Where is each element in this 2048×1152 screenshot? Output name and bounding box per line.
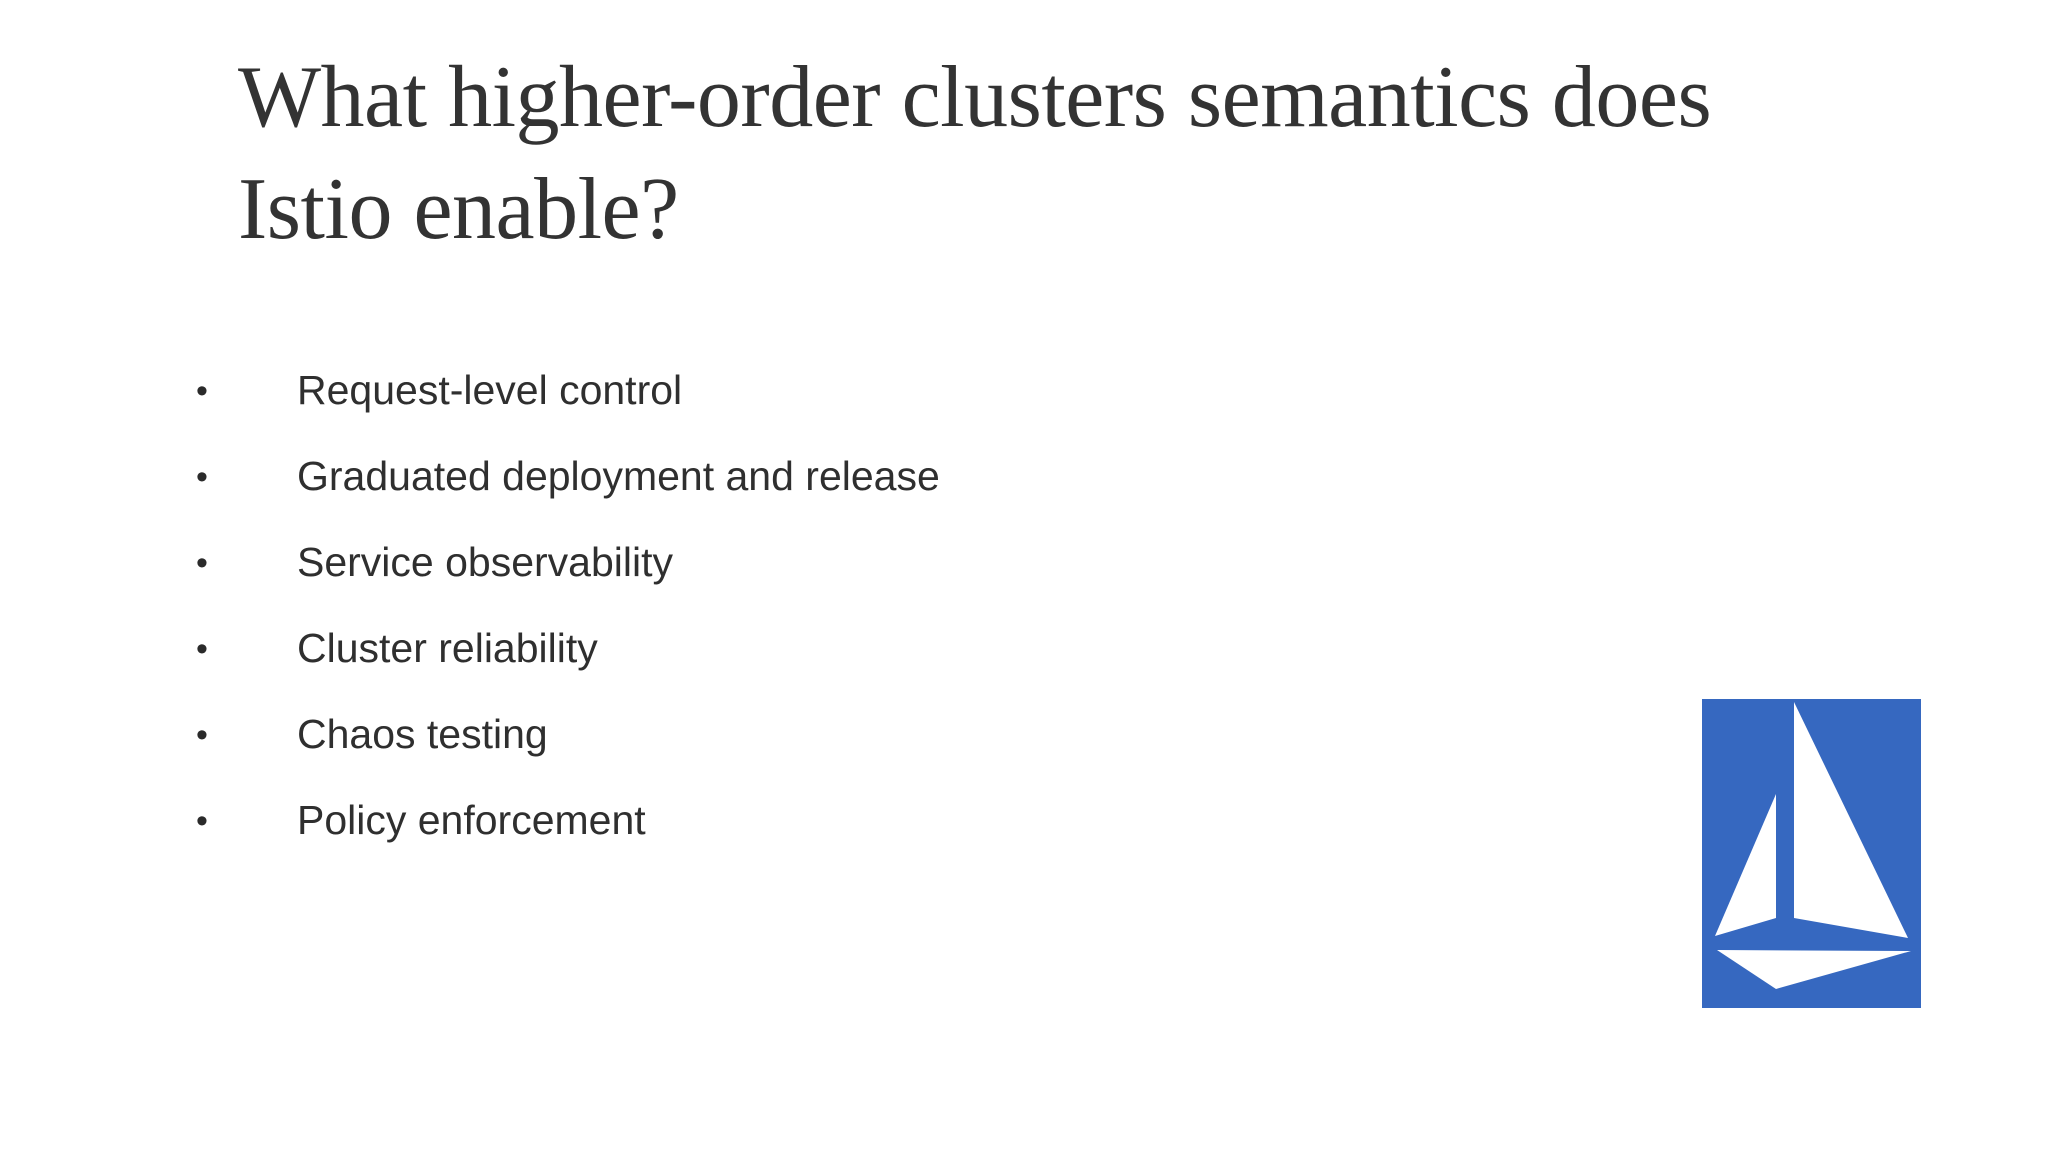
bullet-icon: • (196, 372, 208, 410)
istio-logo (1702, 699, 1921, 1008)
list-item-label: Request-level control (297, 367, 683, 413)
list-item: • Graduated deployment and release (196, 456, 1596, 542)
bullet-icon: • (196, 716, 208, 754)
mainsail-shape (1794, 702, 1908, 938)
jib-sail-shape (1715, 794, 1776, 936)
list-item-label: Service observability (297, 539, 673, 585)
list-item: • Request-level control (196, 370, 1596, 456)
hull-shape (1717, 950, 1911, 989)
list-item: • Chaos testing (196, 714, 1596, 800)
list-item: • Cluster reliability (196, 628, 1596, 714)
list-item: • Policy enforcement (196, 800, 1596, 886)
bullet-list: • Request-level control • Graduated depl… (196, 370, 1596, 886)
list-item-label: Chaos testing (297, 711, 548, 757)
bullet-icon: • (196, 458, 208, 496)
bullet-icon: • (196, 802, 208, 840)
bullet-icon: • (196, 544, 208, 582)
page-title: What higher-order clusters semantics doe… (238, 49, 1733, 258)
title-block: What higher-order clusters semantics doe… (238, 42, 1758, 266)
bullet-icon: • (196, 630, 208, 668)
list-item-label: Cluster reliability (297, 625, 598, 671)
list-item-label: Graduated deployment and release (297, 453, 940, 499)
istio-sailboat-icon (1702, 699, 1921, 1008)
list-item-label: Policy enforcement (297, 797, 646, 843)
list-item: • Service observability (196, 542, 1596, 628)
